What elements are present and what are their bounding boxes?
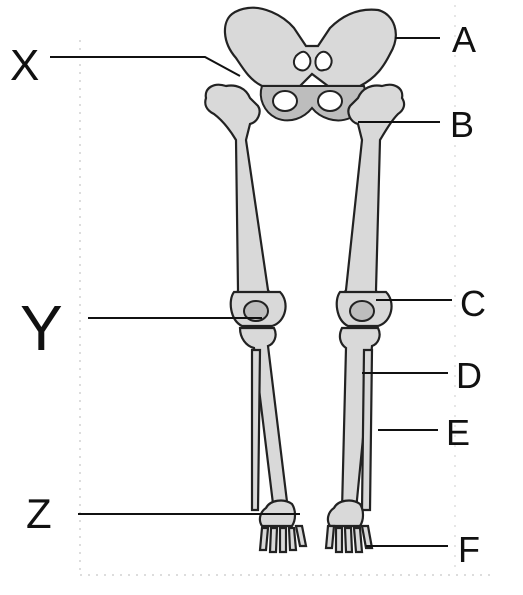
label-b: B — [450, 104, 474, 145]
label-x: X — [10, 41, 39, 90]
label-z: Z — [26, 490, 52, 537]
label-y: Y — [20, 292, 63, 364]
label-c: C — [460, 283, 486, 324]
label-f: F — [458, 529, 480, 570]
label-d: D — [456, 355, 482, 396]
right-foot-toes — [326, 526, 372, 552]
label-e: E — [446, 412, 470, 453]
leader-x — [50, 57, 240, 76]
right-leg — [326, 85, 404, 552]
left-foot-toes — [260, 526, 306, 552]
label-a: A — [452, 19, 476, 60]
